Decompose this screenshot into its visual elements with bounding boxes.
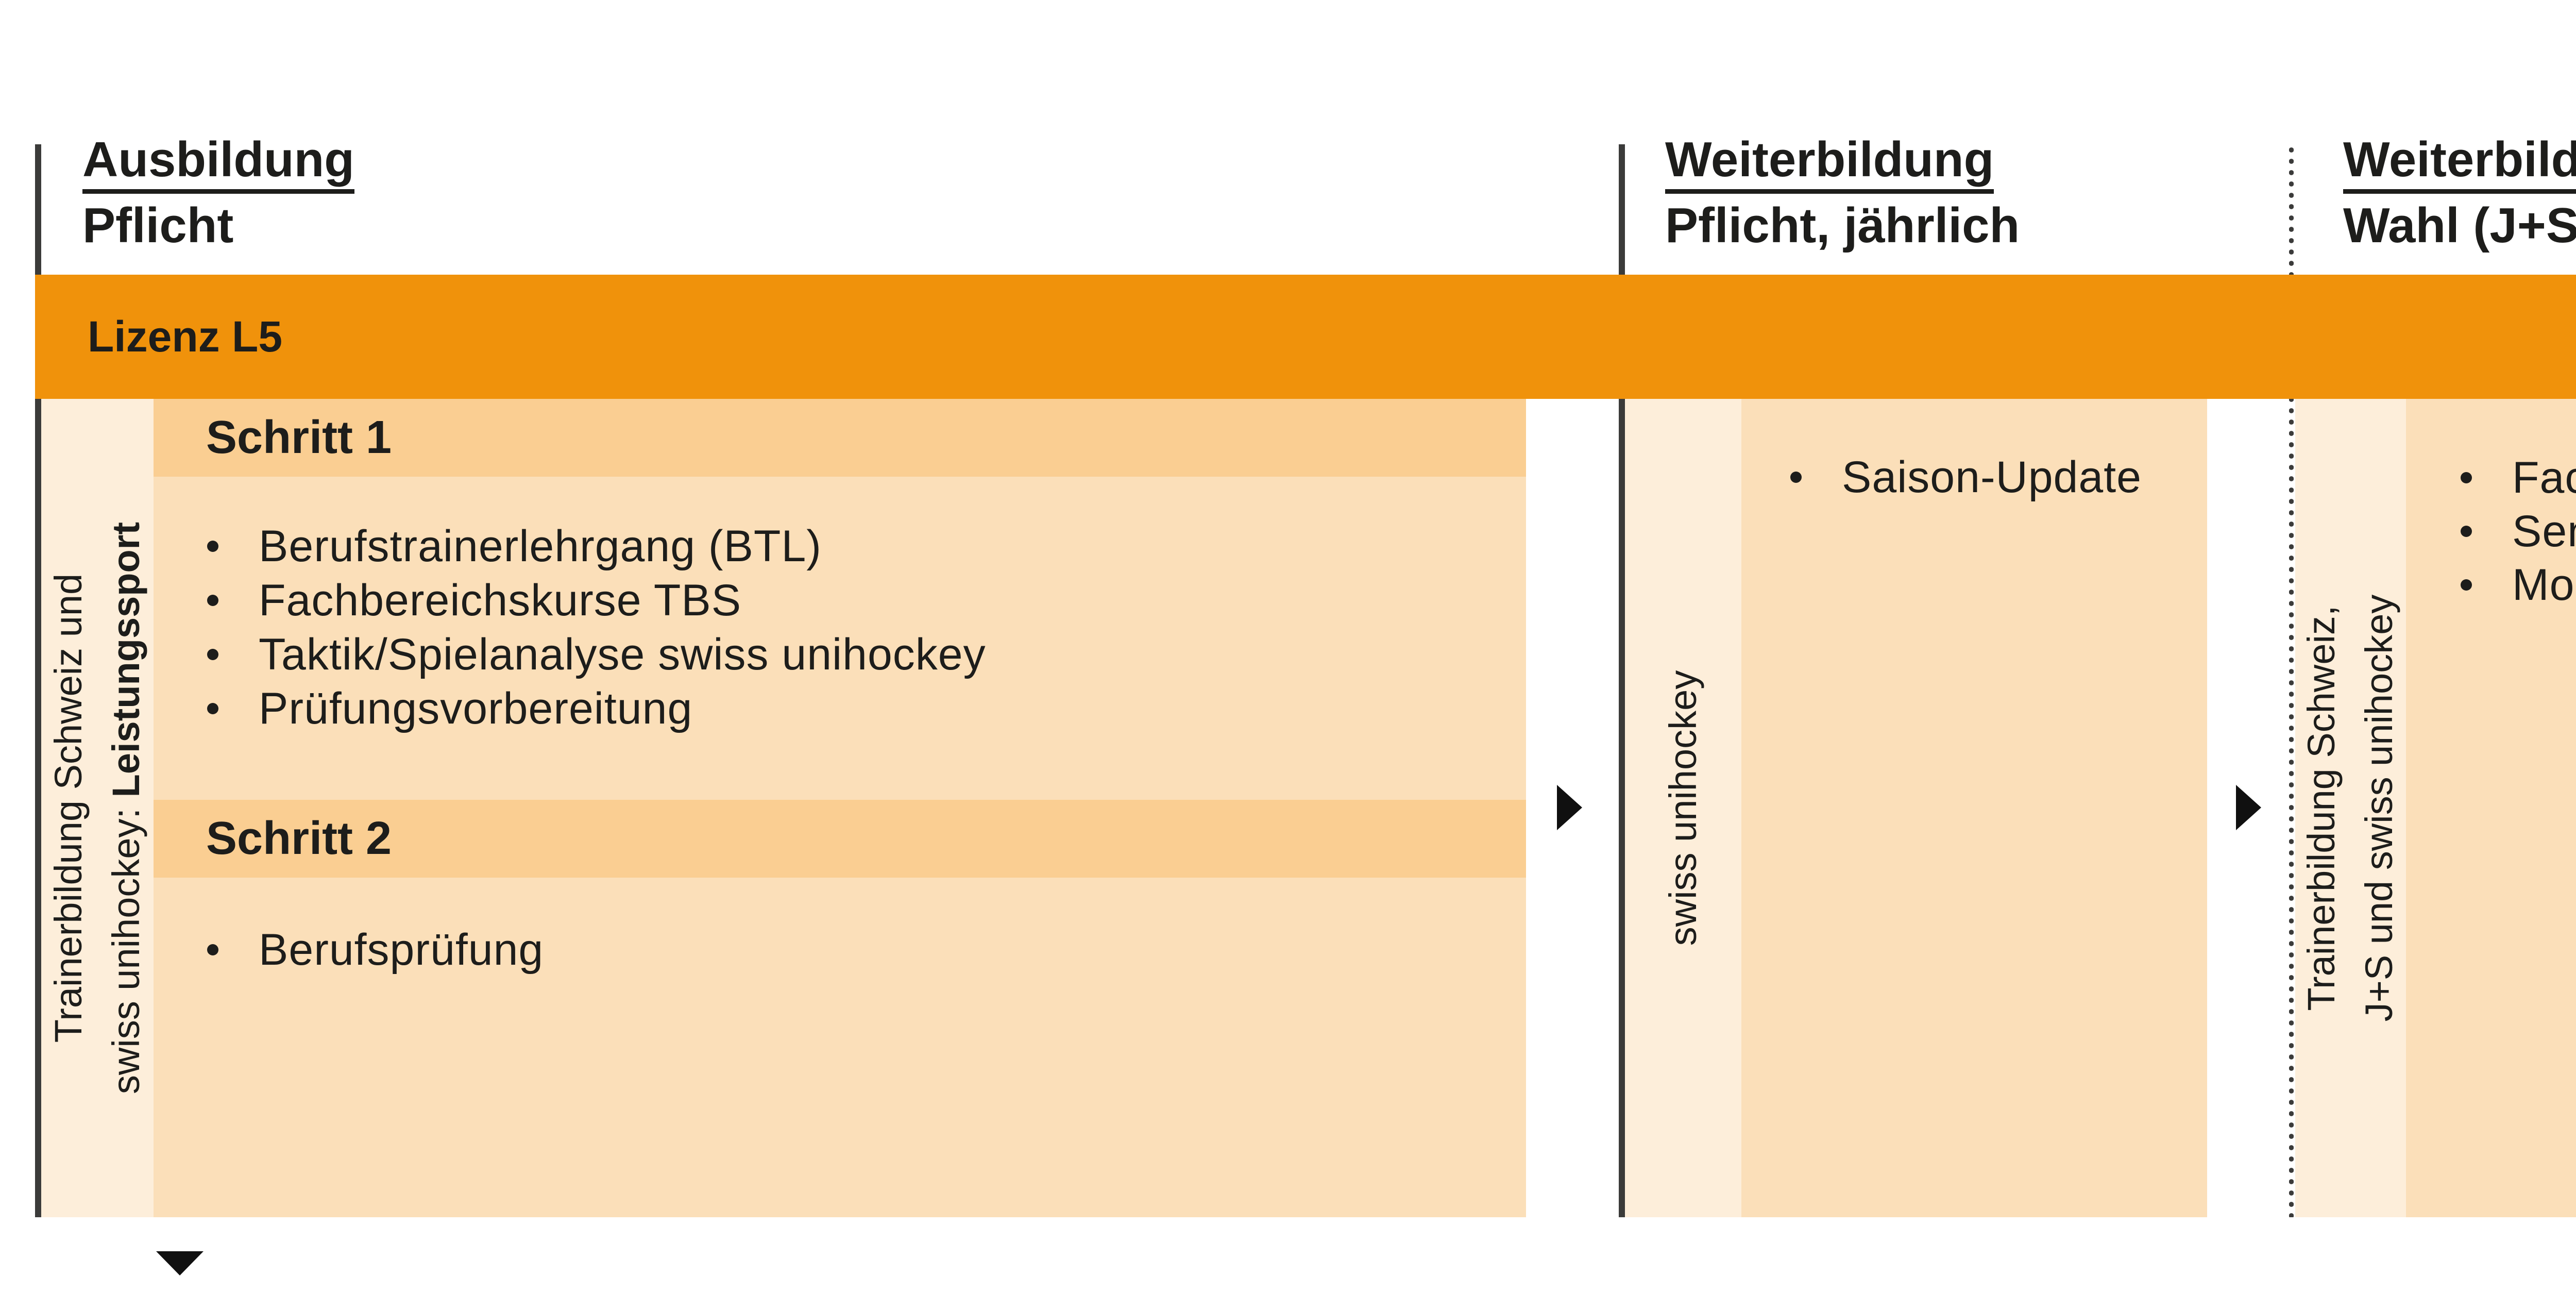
- list-item-label: Seminare / MTT: [2512, 506, 2576, 556]
- column-header-ausbildung: Ausbildung Pflicht: [82, 135, 354, 250]
- bullet-icon: [2461, 579, 2472, 591]
- list-item-label: Module J+S-Weiterbildung: [2512, 560, 2576, 610]
- column-header-weiterbildung-wahl: Weiterbildung Wahl (J+S: mind. alle 2 Ja…: [2343, 135, 2576, 250]
- license-bar: Lizenz L5: [35, 275, 2576, 399]
- header-title: Weiterbildung: [1665, 135, 2020, 194]
- list-item-label: Saison-Update: [1842, 452, 2142, 502]
- content-panel-weiterbildung-wahl: [2406, 399, 2576, 1217]
- list-item-label: Fachbereichskurse TBS: [259, 575, 742, 625]
- divider-dotted-line-weiterbildung-wahl: [2289, 144, 2294, 1217]
- side-label-line1: Trainerbildung Schweiz und: [47, 573, 90, 1043]
- bullet-icon: [207, 649, 218, 660]
- header-subtitle: Pflicht, jährlich: [1665, 198, 2020, 253]
- bullet-icon: [2461, 472, 2472, 483]
- header-title: Weiterbildung: [2343, 135, 2576, 194]
- side-label-line2: swiss unihockey: Leistungssport: [105, 522, 147, 1095]
- bullet-icon: [207, 595, 218, 606]
- side-label-weiterbildung-wahl: Trainerbildung Schweiz, J+S und swiss un…: [2293, 399, 2408, 1217]
- side-label-ausbildung: Trainerbildung Schweiz und swiss unihock…: [40, 399, 155, 1217]
- side-strip-weiterbildung-pflicht: [1625, 399, 1741, 1217]
- side-label-line1: Trainerbildung Schweiz,: [2300, 605, 2343, 1011]
- list-item-label: Berufstrainerlehrgang (BTL): [259, 521, 822, 571]
- license-bar-label: Lizenz L5: [88, 312, 283, 361]
- down-arrow-icon: [156, 1251, 204, 1275]
- bullet-icon: [207, 703, 218, 714]
- bullet-icon: [1790, 472, 1802, 483]
- list-item-label: Taktik/Spielanalyse swiss unihockey: [259, 629, 986, 679]
- flow-arrow-icon: [2236, 785, 2261, 830]
- side-strip-ausbildung: [41, 399, 154, 1217]
- content-panel-weiterbildung-pflicht: [1741, 399, 2207, 1217]
- divider-line-weiterbildung-pflicht: [1619, 144, 1625, 1217]
- list-item-label: Berufsprüfung: [259, 925, 544, 975]
- bullet-icon: [207, 944, 218, 955]
- bullet-icon: [207, 541, 218, 552]
- list-item: Fachbereichskurse TBS: [2461, 451, 2576, 505]
- list-item-label: Prüfungsvorbereitung: [259, 683, 693, 733]
- list-item: Taktik/Spielanalyse swiss unihockey: [207, 628, 986, 681]
- list-item: Berufsprüfung: [207, 923, 544, 977]
- divider-line-ausbildung: [35, 144, 41, 1217]
- list-item-label: Fachbereichskurse TBS: [2512, 452, 2576, 502]
- header-subtitle: Wahl (J+S: mind. alle 2 Jahre): [2343, 198, 2576, 253]
- side-strip-weiterbildung-wahl: [2295, 399, 2406, 1217]
- list-item: Berufstrainerlehrgang (BTL): [207, 519, 822, 573]
- header-subtitle: Pflicht: [82, 198, 234, 253]
- section-header-schritt-1: Schritt 1: [154, 399, 1526, 477]
- column-header-weiterbildung-pflicht: Weiterbildung Pflicht, jährlich: [1665, 135, 2020, 250]
- list-item: Prüfungsvorbereitung: [207, 682, 692, 735]
- list-item: Saison-Update: [1790, 450, 2142, 504]
- side-label-line1: swiss unihockey: [1662, 670, 1704, 946]
- side-label-line2: J+S und swiss unihockey: [2358, 594, 2400, 1022]
- flow-arrow-icon: [1557, 785, 1582, 830]
- list-item: Fachbereichskurse TBS: [207, 574, 741, 627]
- side-label-weiterbildung-pflicht: swiss unihockey: [1654, 399, 1712, 1217]
- list-item: Module J+S-Weiterbildung: [2461, 558, 2576, 612]
- bullet-icon: [2461, 526, 2472, 537]
- header-title: Ausbildung: [82, 135, 354, 194]
- list-item: Seminare / MTT: [2461, 505, 2576, 558]
- section-header-schritt-2: Schritt 2: [154, 800, 1526, 878]
